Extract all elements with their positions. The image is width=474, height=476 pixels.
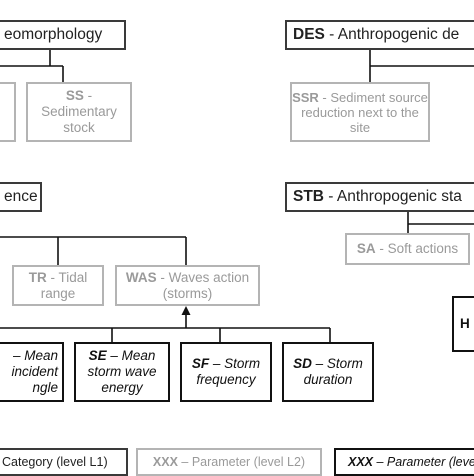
- tr-abbr: TR: [28, 269, 47, 285]
- parameter-tr: TR - Tidal range: [12, 265, 104, 306]
- se-sep: –: [106, 348, 122, 363]
- parameter-was: WAS - Waves action (storms): [115, 265, 260, 306]
- was-abbr: WAS: [125, 269, 157, 285]
- ssr-label: Sediment source reduction next to the si…: [301, 89, 428, 135]
- subparam-se: SE – Mean storm wave energy: [74, 342, 170, 402]
- was-label: Waves action (storms): [162, 269, 250, 301]
- des-abbr: DES: [293, 26, 325, 43]
- legend-parameter-text: XXX – Parameter (level L2): [153, 454, 305, 470]
- sd-abbr: SD: [293, 356, 312, 371]
- subparam-sd: SD – Storm duration: [282, 342, 374, 402]
- category-des-text: DES - Anthropogenic de: [293, 26, 459, 44]
- was-text: WAS - Waves action (storms): [117, 270, 258, 302]
- legend-category-label: Category (level L1): [2, 455, 108, 469]
- sf-text: SF – Storm frequency: [182, 356, 270, 388]
- parameter-ss: SS -Sedimentary stock: [26, 82, 132, 142]
- mean-incident-text: – Mean incident ngle: [0, 348, 58, 396]
- legend-parameter-label: – Parameter (level L2): [177, 455, 306, 469]
- was-sep: -: [156, 269, 169, 285]
- category-ence-label: ence: [4, 188, 38, 205]
- parameter-left-clipped: [0, 82, 16, 142]
- legend-category: Category (level L1): [0, 448, 128, 476]
- subparam-right-clipped: H: [452, 296, 474, 352]
- legend-subparameter-text: XXX – Parameter (level L: [348, 454, 474, 470]
- sa-sep: -: [375, 241, 388, 256]
- right-clipped-label: H: [460, 316, 470, 331]
- category-geomorphology-label: eomorphology: [4, 26, 103, 43]
- sd-text: SD – Storm duration: [284, 356, 372, 388]
- sf-abbr: SF: [191, 356, 210, 371]
- tr-label: Tidal range: [40, 269, 88, 301]
- ss-sep: -: [83, 88, 93, 103]
- parameter-ssr: SSR - Sediment source reduction next to …: [290, 82, 430, 142]
- se-label: Mean storm wave energy: [87, 348, 157, 395]
- stb-sep: -: [324, 188, 337, 205]
- legend-subparameter-label: – Parameter (level L: [376, 455, 474, 469]
- ssr-text: SSR - Sediment source reduction next to …: [292, 90, 428, 135]
- des-label: Anthropogenic de: [337, 26, 460, 43]
- subparam-sf: SF – Storm frequency: [180, 342, 272, 402]
- parameter-sa: SA - Soft actions: [345, 233, 470, 265]
- mean-incident-sep: –: [12, 348, 25, 363]
- legend-subparameter-abbr: XXX: [348, 455, 374, 469]
- category-stb-text: STB - Anthropogenic sta: [293, 188, 462, 206]
- des-sep: -: [324, 26, 338, 43]
- se-text: SE – Mean storm wave energy: [76, 348, 168, 396]
- category-geomorphology: eomorphology: [0, 20, 126, 50]
- ss-text: SS -Sedimentary stock: [28, 88, 130, 136]
- sa-label: Soft actions: [387, 241, 459, 256]
- tr-sep: -: [46, 269, 59, 285]
- stb-abbr: STB: [293, 188, 324, 205]
- stb-label: Anthropogenic sta: [336, 188, 462, 205]
- legend-parameter: XXX – Parameter (level L2): [136, 448, 322, 476]
- legend-subparameter: XXX – Parameter (level L: [334, 448, 474, 476]
- tr-text: TR - Tidal range: [14, 270, 102, 302]
- sd-label: Storm duration: [303, 356, 363, 387]
- sf-label: Storm frequency: [196, 356, 261, 387]
- mean-incident-label: Mean incident ngle: [11, 348, 58, 395]
- ssr-sep: -: [318, 89, 331, 105]
- subparam-mean-incident: – Mean incident ngle: [0, 342, 64, 402]
- category-stb: STB - Anthropogenic sta: [285, 182, 474, 212]
- ss-abbr: SS: [65, 88, 84, 103]
- se-abbr: SE: [88, 348, 107, 363]
- sa-abbr: SA: [356, 241, 376, 256]
- category-ence: ence: [0, 182, 42, 212]
- ss-label: Sedimentary stock: [41, 104, 117, 135]
- sd-sep: –: [311, 356, 327, 371]
- ssr-abbr: SSR: [292, 89, 319, 105]
- sf-sep: –: [209, 356, 225, 371]
- category-des: DES - Anthropogenic de: [285, 20, 474, 50]
- sa-text: SA - Soft actions: [357, 241, 458, 257]
- legend-parameter-abbr: XXX: [152, 455, 178, 469]
